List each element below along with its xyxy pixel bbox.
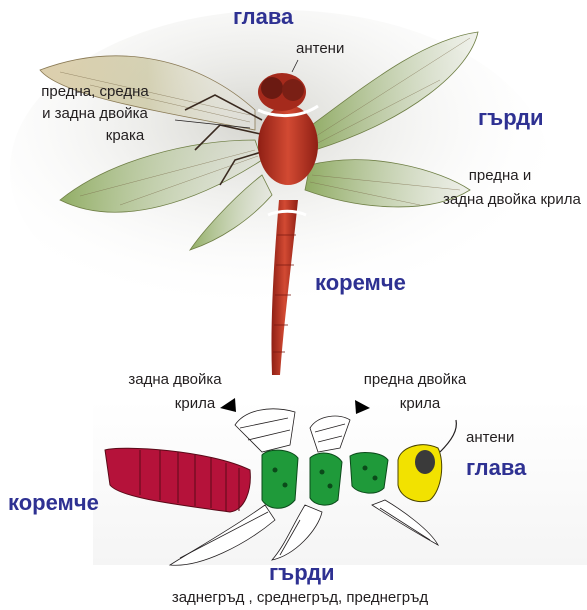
- thorax-label: гърди: [478, 105, 544, 131]
- dissection-head-label: глава: [466, 455, 526, 481]
- abdomen-label: коремче: [315, 270, 406, 296]
- legs-label-line2: и задна двойка: [10, 104, 180, 123]
- mesothorax: [310, 453, 342, 505]
- dragonfly-thorax: [258, 105, 318, 185]
- dissection-antennae-label: антени: [466, 428, 514, 447]
- fore-wing-label-line1: предна двойка: [335, 370, 495, 389]
- fore-wing-label-line2: крила: [340, 394, 500, 413]
- wings-label-line1: предна и: [420, 166, 580, 185]
- thorax-parts-label: заднегръд , среднегръд, преднегръд: [80, 588, 520, 607]
- dragonfly-eye-left: [261, 77, 283, 99]
- dissection-thorax-label: гърди: [269, 560, 335, 586]
- antennae-label: антени: [296, 39, 344, 58]
- hind-wing-label-line1: задна двойка: [100, 370, 250, 389]
- head-label: глава: [233, 4, 293, 30]
- dissection-abdomen-label: коремче: [8, 490, 99, 516]
- prothorax: [350, 453, 388, 494]
- wings-label-line2: задна двойка крила: [443, 190, 581, 209]
- metathorax: [262, 450, 298, 508]
- compound-eye: [415, 450, 435, 474]
- dragonfly-eye-right: [282, 79, 304, 101]
- legs-label-line1: предна, средна: [10, 82, 180, 101]
- hind-wing-label-line2: крила: [120, 394, 270, 413]
- legs-label-line3: крака: [40, 126, 210, 145]
